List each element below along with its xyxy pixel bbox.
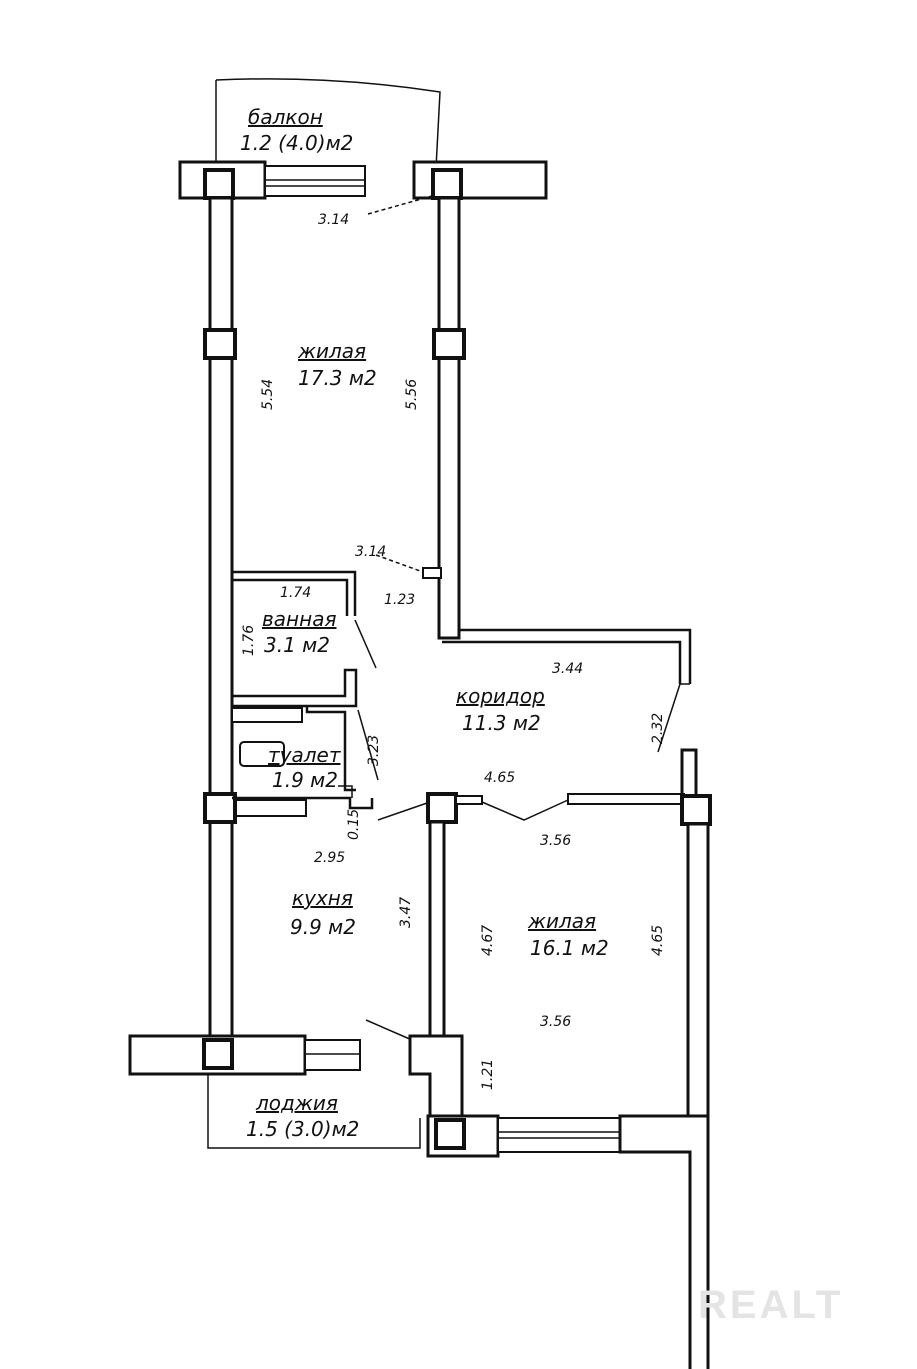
watermark: REALT (698, 1283, 843, 1327)
dim-3-23: 3.23 (366, 735, 382, 766)
dim-1-76: 1.76 (241, 625, 257, 656)
kitchen-name: кухня (292, 886, 353, 910)
bath-area: 3.1 м2 (264, 633, 330, 657)
bath-name: ванная (262, 607, 336, 631)
living-top-area: 17.3 м2 (298, 366, 377, 390)
toilet-name: туалет (268, 743, 342, 767)
dim-4-65-top: 4.65 (484, 770, 515, 786)
toilet-area: 1.9 м2 (272, 768, 338, 792)
dim-3-14-mid: 3.14 (355, 544, 386, 560)
loggia-outline (207, 1074, 421, 1149)
balcony-area: 1.2 (4.0)м2 (240, 131, 353, 155)
living-top-name: жилая (297, 339, 366, 363)
dim-3-56-top: 3.56 (540, 833, 571, 849)
dim-3-14-top: 3.14 (318, 212, 349, 228)
bathroom-partitions (231, 570, 374, 817)
bottom-wall (128, 1034, 710, 1369)
living-bottom-area: 16.1 м2 (530, 936, 609, 960)
dim-1-74: 1.74 (280, 585, 311, 601)
dim-2-32: 2.32 (650, 713, 666, 744)
dim-4-67: 4.67 (480, 925, 496, 956)
bottom-living-right-wall (686, 822, 710, 1118)
corridor-name: коридор (456, 684, 545, 708)
kitchen-partition (428, 820, 446, 1038)
dim-3-47: 3.47 (398, 897, 414, 928)
balcony-outline (215, 78, 441, 169)
loggia-area: 1.5 (3.0)м2 (246, 1117, 359, 1141)
dim-5-54: 5.54 (260, 379, 276, 410)
dim-2-95: 2.95 (314, 850, 345, 866)
corridor-area: 11.3 м2 (462, 711, 541, 735)
dim-1-21: 1.21 (480, 1059, 496, 1090)
dim-3-44: 3.44 (552, 661, 583, 677)
dim-0-15: 0.15 (346, 809, 362, 840)
door-swings (354, 195, 681, 1041)
bottom-living-top-wall (426, 792, 712, 826)
balcony-name: балкон (248, 105, 323, 129)
living-bottom-name: жилая (527, 909, 596, 933)
dim-4-65-right: 4.65 (650, 925, 666, 956)
left-exterior-wall (203, 196, 237, 1038)
top-living-right-wall (422, 196, 466, 640)
top-wall (178, 160, 548, 200)
dim-3-56-bottom: 3.56 (540, 1014, 571, 1030)
dim-5-56: 5.56 (404, 379, 420, 410)
kitchen-area: 9.9 м2 (290, 915, 356, 939)
loggia-name: лоджия (255, 1091, 338, 1115)
dim-1-23: 1.23 (384, 592, 415, 608)
